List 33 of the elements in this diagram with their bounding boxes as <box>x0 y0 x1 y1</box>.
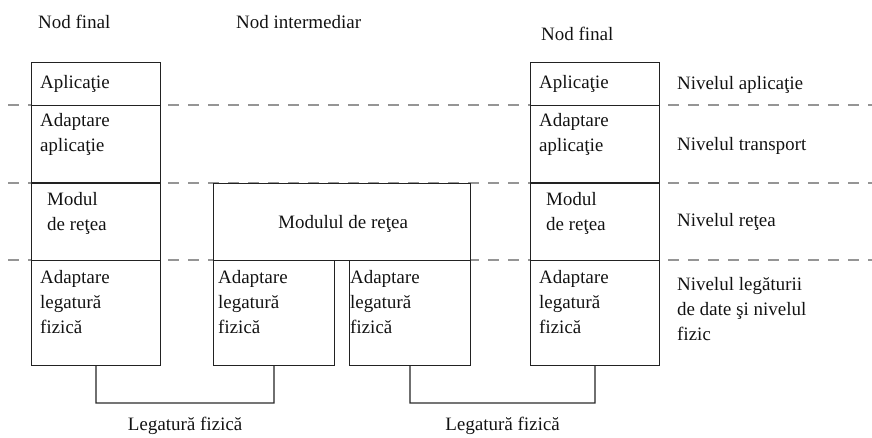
layer-box <box>213 260 335 366</box>
layer-name: Adaptare aplicaţie <box>539 109 610 158</box>
layer-box <box>349 260 471 366</box>
layer-box <box>31 62 161 106</box>
connector-line <box>95 366 275 404</box>
layer-level-label: Nivelul reţea <box>677 209 776 233</box>
layer-name: Aplicaţie <box>40 71 110 95</box>
layer-level-label: Nivelul transport <box>677 133 806 157</box>
layer-name: Adaptare legatură fizică <box>218 266 289 340</box>
layer-box <box>530 183 660 261</box>
column-heading: Nod intermediar <box>236 11 362 35</box>
layer-box <box>213 183 471 261</box>
layer-name: Modul de reţea <box>47 188 108 237</box>
layer-name: Aplicaţie <box>539 71 609 95</box>
edge-label: Legatură fizică <box>445 413 560 437</box>
column-heading: Nod final <box>541 23 614 47</box>
layer-level-label: Nivelul legăturii de date şi nivelul fizic <box>677 273 808 347</box>
layer-name: Adaptare aplicaţie <box>40 109 111 158</box>
layer-name: Modul de reţea <box>546 188 607 237</box>
layer-name: Adaptare legatură fizică <box>539 266 610 340</box>
layer-name: Adaptare legatură fizică <box>40 266 111 340</box>
layer-box <box>31 260 161 366</box>
layer-box <box>530 260 660 366</box>
connector-line <box>409 366 596 404</box>
column-heading: Nod final <box>38 11 110 35</box>
edge-label: Legatură fizică <box>128 413 242 437</box>
layer-name: Modulul de reţea <box>277 211 409 235</box>
layer-box <box>530 105 660 183</box>
layer-box <box>530 62 660 106</box>
layer-level-label: Nivelul aplicaţie <box>677 72 804 96</box>
layer-box <box>31 183 161 261</box>
layer-name: Adaptare legatură fizică <box>350 266 421 340</box>
layer-box <box>31 105 161 183</box>
